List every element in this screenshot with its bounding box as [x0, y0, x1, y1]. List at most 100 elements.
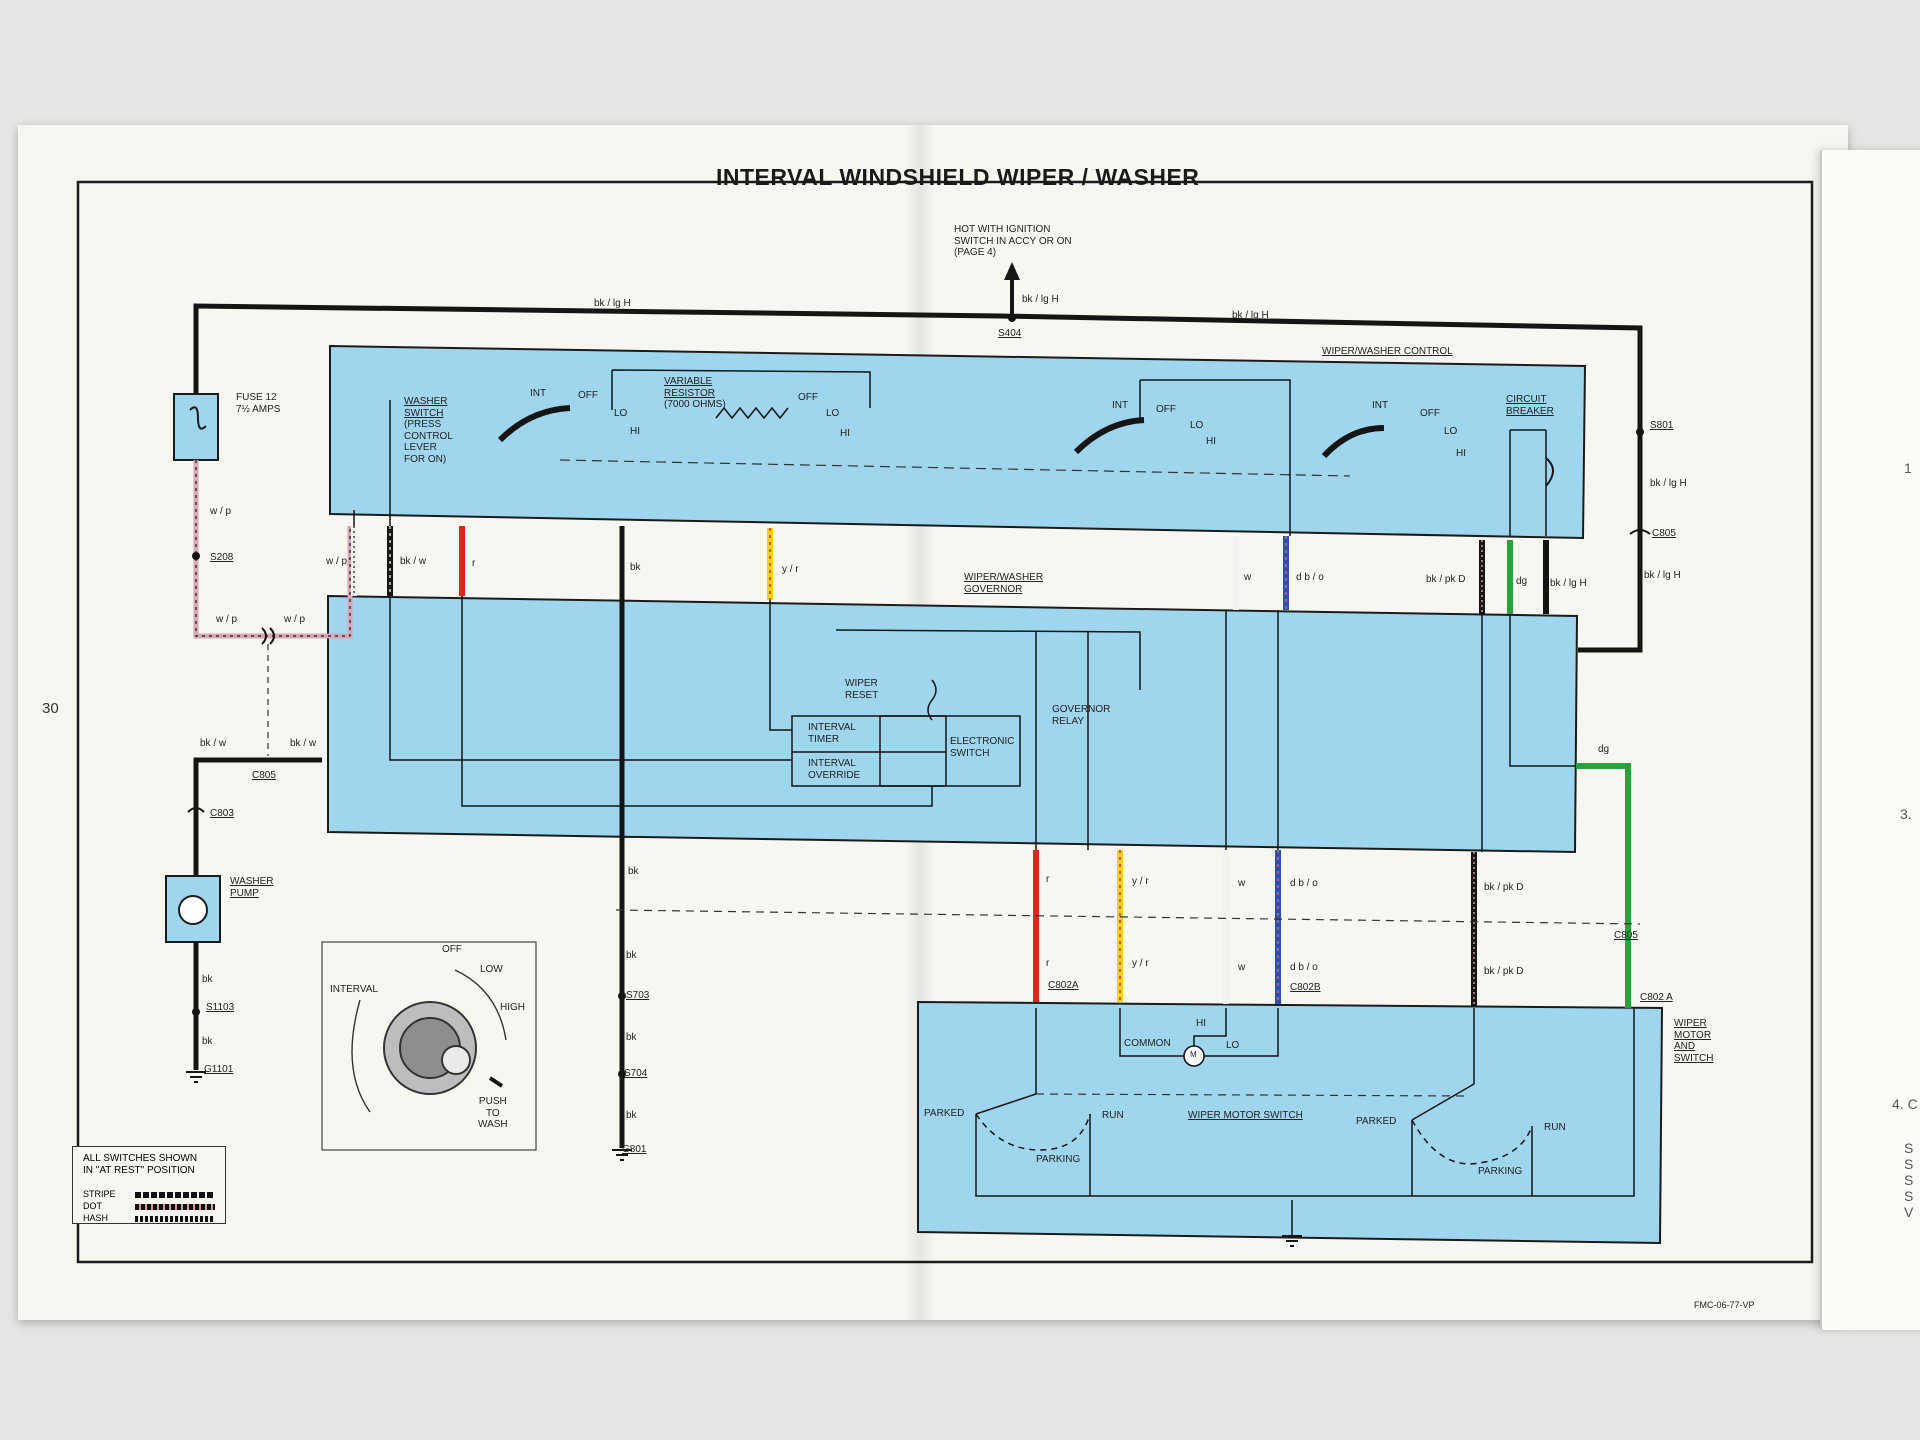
wiper-motor-line-3: AND — [1674, 1041, 1696, 1052]
wl-bk-6: bk — [202, 974, 213, 985]
diagram-title: INTERVAL WINDSHIELD WIPER / WASHER — [716, 164, 1200, 190]
knob-push-line-2: TO — [485, 1107, 500, 1119]
wiper-motor-line-2: MOTOR — [1674, 1029, 1712, 1041]
motor-m: M — [1190, 1050, 1197, 1059]
motor-panel — [917, 1000, 1664, 1245]
conn-c805-right-label: C805 — [1614, 930, 1638, 941]
splice-s703-dot — [618, 992, 626, 1000]
governor-relay-line-2: RELAY — [1052, 715, 1085, 727]
washer-switch-wiring — [353, 400, 391, 526]
right-page-mark-3: 4. C — [1892, 1096, 1918, 1112]
wl-r-3: r — [1046, 958, 1050, 969]
variable-resistor-line-2: RESISTOR — [664, 387, 715, 399]
hot-arrow-head — [1004, 262, 1020, 280]
left-parking-arc — [975, 1113, 1091, 1151]
splice-s208-dot — [192, 552, 200, 560]
knob-push-label: PUSH TO WASH — [478, 1096, 508, 1131]
wl-yr-2: y / r — [1132, 876, 1149, 887]
electronic-switch-line-1: ELECTRONIC — [950, 736, 1015, 747]
knob-interval-arc — [351, 999, 371, 1113]
wiper-motor-label: WIPER MOTOR AND SWITCH — [1674, 1018, 1713, 1064]
wl-bk-1: bk — [630, 562, 641, 573]
int-arc-3 — [1321, 425, 1385, 459]
knob-speed-arc — [454, 969, 507, 1041]
bkw-internal — [389, 596, 792, 761]
electronic-switch-line-2: SWITCH — [950, 747, 990, 759]
wl-wp-3: w / p — [284, 614, 306, 625]
splice-s704-dot — [618, 1070, 626, 1078]
knob-inset-frame — [321, 941, 537, 1151]
int-arc-1 — [497, 405, 571, 443]
electronic-switch-box — [879, 715, 1021, 787]
switch1-off: OFF — [578, 390, 598, 401]
yr-wire-internal — [769, 600, 792, 731]
wl-bkw-1: bk / w — [400, 556, 427, 567]
circuit-breaker-element — [1545, 457, 1554, 487]
wl-bkpk-2: bk / pk D — [1484, 882, 1524, 893]
hot-note-line-3: (PAGE 4) — [954, 247, 997, 258]
wire-w-p — [193, 460, 353, 639]
right-page-mark-8: V — [1904, 1204, 1914, 1220]
wl-bkpk-1: bk / pk D — [1426, 574, 1466, 585]
wl-bk-2: bk — [628, 866, 639, 877]
wiper-reset-line-1: WIPER — [845, 678, 878, 689]
switch-ganged-link — [559, 459, 1351, 477]
wl-w-2: w — [1238, 878, 1246, 889]
wl-top-bklg-1: bk / lg H — [594, 298, 631, 309]
wl-right-bklg-2: bk / lg H — [1644, 570, 1681, 581]
int-arc-2 — [1073, 417, 1145, 455]
red-wire-internal — [461, 596, 933, 807]
knob-center — [441, 1045, 471, 1075]
governor-label: WIPER/WASHER GOVERNOR — [964, 572, 1043, 595]
motor-hi: HI — [1196, 1018, 1206, 1029]
switch1-lo: LO — [614, 408, 628, 419]
connector-line-c805 — [615, 909, 1641, 925]
legend-header: ALL SWITCHES SHOWN IN "AT REST" POSITION — [83, 1153, 197, 1177]
hot-note: HOT WITH IGNITION SWITCH IN ACCY OR ON (… — [954, 224, 1072, 259]
knob-push-line-1: PUSH — [478, 1096, 507, 1107]
wl-right-bklg-1: bk / lg H — [1650, 478, 1687, 489]
splice-s1103-dot — [192, 1008, 200, 1016]
wl-w-3: w — [1238, 962, 1246, 973]
washer-switch-line-5: LEVER — [404, 442, 437, 453]
switch1-int: INT — [530, 388, 547, 399]
washer-switch-line-2: SWITCH — [404, 407, 444, 419]
fuse-label-line-2: 7½ AMPS — [236, 403, 281, 415]
wl-bk-7: bk — [202, 1036, 213, 1047]
wl-dbo-3: d b / o — [1290, 962, 1318, 973]
switch2-off: OFF — [798, 392, 818, 403]
knob-push-line-3: WASH — [478, 1119, 508, 1130]
left-run: RUN — [1102, 1110, 1124, 1121]
diagram-border — [76, 180, 1814, 1264]
governor-label-line-2: GOVERNOR — [964, 583, 1023, 595]
relay-contacts-wiring — [1035, 632, 1089, 850]
gov-wire-dg — [1576, 763, 1631, 1008]
wl-yr-3: y / r — [1132, 958, 1149, 969]
ground-g801-symbol — [612, 1149, 632, 1161]
splice-s1103: S1103 — [206, 1002, 235, 1013]
washer-switch-line-6: FOR ON) — [404, 453, 447, 465]
w-dbo-internal — [1225, 610, 1279, 850]
fuse-element — [189, 406, 207, 430]
governor-relay-wiring — [835, 629, 1141, 690]
interval-timer-line-2: TIMER — [808, 733, 840, 745]
motor-switch-link — [1035, 1093, 1471, 1097]
fuse-label: FUSE 12 7½ AMPS — [236, 392, 280, 415]
variable-resistor-line-3: (7000 OHMS) — [664, 399, 726, 410]
circuit-breaker-wiring — [1509, 429, 1547, 536]
right-run: RUN — [1544, 1122, 1566, 1133]
wl-bk-4: bk — [626, 1032, 637, 1043]
splice-s801-dot — [1636, 428, 1644, 436]
motor-switch-label: WIPER MOTOR SWITCH — [1188, 1110, 1303, 1121]
wl-ctl-bklg: bk / lg H — [1550, 578, 1587, 589]
legend-hash-swatch — [135, 1216, 215, 1222]
legend-stripe-label: STRIPE — [83, 1189, 116, 1199]
wl-r-1: r — [472, 558, 476, 569]
interval-timer-label: INTERVAL TIMER — [808, 722, 856, 745]
right-motor-switch — [1411, 1008, 1475, 1121]
right-page-mark-1: 1 — [1904, 460, 1912, 476]
conn-c805-left — [261, 627, 275, 645]
right-page-mark-5: S — [1904, 1156, 1914, 1172]
switch3-int: INT — [1112, 400, 1129, 411]
wl-dbo-1: d b / o — [1296, 572, 1324, 583]
